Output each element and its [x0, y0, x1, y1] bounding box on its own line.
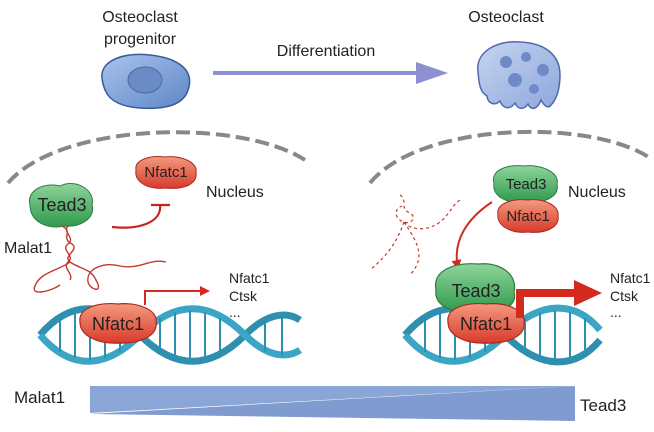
left-nfatc1-free: Nfatc1	[135, 156, 197, 189]
malat1-degraded-4	[403, 221, 420, 276]
left-nfatc1-dna-label: Nfatc1	[92, 314, 144, 334]
left-transcription-arrow	[144, 286, 210, 305]
right-tead3-dna-label: Tead3	[451, 281, 500, 301]
left-tead3-label: Tead3	[37, 195, 86, 215]
right-transcription-arrow-shaft	[516, 289, 578, 318]
malat1-degraded-1	[395, 194, 414, 224]
malat1-degraded-2	[403, 199, 461, 230]
left-tead3-protein: Tead3	[29, 182, 94, 228]
right-nuclear-membrane	[368, 129, 652, 185]
malat1-rna	[33, 225, 167, 293]
progenitor-label-line2: progenitor	[104, 31, 177, 48]
left-dna-helix	[37, 305, 302, 365]
malat1-degraded-3	[369, 221, 405, 271]
translocation-arrow	[451, 201, 493, 270]
malat1-wedge	[90, 386, 575, 413]
left-nfatc1-free-label: Nfatc1	[144, 164, 187, 181]
gradient-left-label: Malat1	[14, 388, 65, 407]
left-target-3: ...	[229, 304, 241, 320]
left-target-2: Ctsk	[229, 288, 258, 304]
right-complex-tead3-label: Tead3	[506, 176, 547, 193]
inhibition-curve	[111, 204, 162, 229]
right-transcription-arrow-head	[574, 280, 602, 306]
left-nfatc1-on-dna: Nfatc1	[79, 303, 157, 344]
right-complex-nfatc1-label: Nfatc1	[506, 208, 549, 225]
right-nfatc1-on-dna: Nfatc1	[447, 303, 525, 344]
osteoclast-cell	[477, 41, 561, 110]
osteoclast-progenitor-cell	[101, 53, 191, 110]
gradient-right-label: Tead3	[580, 396, 626, 415]
osteoclast-label: Osteoclast	[468, 9, 544, 26]
right-nucleus-label: Nucleus	[568, 184, 626, 201]
right-complex-tead3: Tead3	[492, 165, 558, 203]
left-target-1: Nfatc1	[229, 270, 270, 286]
right-target-3: ...	[610, 304, 622, 320]
malat1-label: Malat1	[4, 240, 52, 257]
differentiation-arrow-head	[416, 62, 448, 84]
left-nucleus-label: Nucleus	[206, 184, 264, 201]
right-target-1: Nfatc1	[610, 270, 651, 286]
differentiation-label: Differentiation	[277, 43, 375, 60]
progenitor-label-line1: Osteoclast	[102, 9, 178, 26]
right-target-2: Ctsk	[610, 288, 639, 304]
right-complex-nfatc1: Nfatc1	[497, 199, 559, 233]
right-nfatc1-dna-label: Nfatc1	[460, 314, 512, 334]
tead3-wedge	[90, 386, 575, 421]
right-tead3-on-dna: Tead3	[435, 263, 516, 313]
